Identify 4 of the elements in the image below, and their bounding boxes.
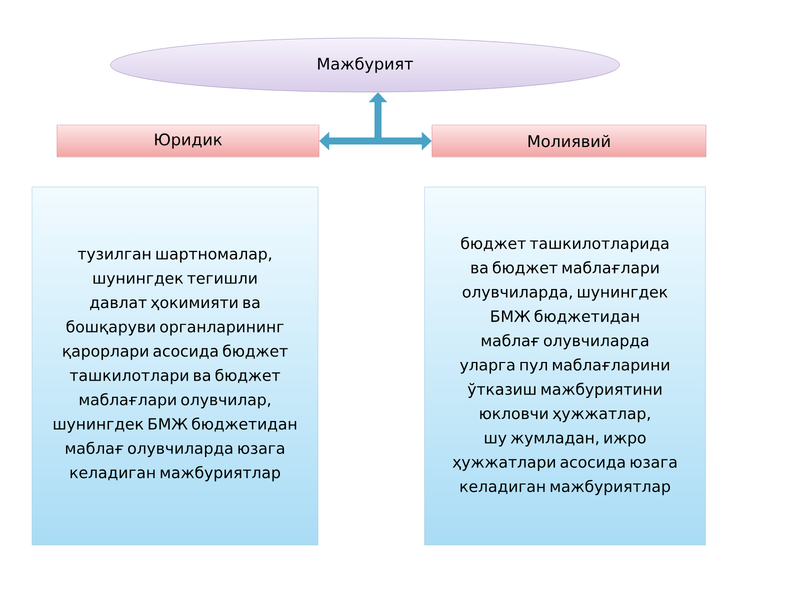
text-box: бюджет ташкилотларида ва бюджет маблағлари олувчиларда, шунингдек БМЖ бюджетидан маблағ олувчиларда уларга пул маблағларини ўтказиш мажбуриятини юкловчи ҳужжатлар, шу жумладан, ижро ҳужжатлари асосида юзага келадиган мажбуриятлар: [424, 186, 706, 546]
heading-box: Юридик: [56, 124, 320, 158]
heading-box: Молиявий: [432, 124, 706, 158]
text-box: тузилган шартномалар, шунингдек тегишли давлат ҳокимияти ва бошқаруви органларининг қарорлари асосида бюджет ташкилотлари ва бюджет маблағлари олувчилар, шунингдек БМЖ бюджетидан маблағ олувчиларда юзага келадиган мажбуриятлар: [32, 186, 318, 546]
